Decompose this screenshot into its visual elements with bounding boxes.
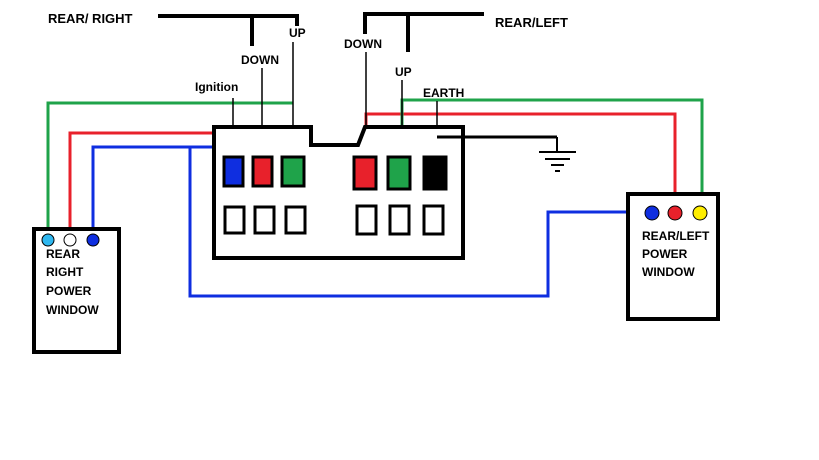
rear-right-window-label-3: POWER — [46, 284, 92, 298]
rear-right-terminal-blue — [86, 233, 100, 247]
pin-green-up-left — [386, 155, 412, 191]
label-ignition: Ignition — [195, 80, 238, 94]
rear-left-terminal-blue — [644, 205, 660, 221]
blue-wire-left-window — [188, 147, 650, 298]
label-down-left: DOWN — [344, 37, 382, 51]
pin-black-earth — [422, 155, 448, 191]
pin-empty — [253, 205, 276, 235]
label-rear-right: REAR/ RIGHT — [48, 11, 133, 26]
connector-housing — [212, 125, 465, 260]
pin-red-down-left — [352, 155, 378, 191]
rear-left-terminal-red — [667, 205, 683, 221]
label-rear-left: REAR/LEFT — [495, 15, 568, 30]
rear-left-window-label-1: REAR/LEFT — [642, 229, 710, 243]
pin-green-up-right — [280, 155, 306, 188]
label-up-right: UP — [289, 26, 306, 40]
rear-right-window-label-1: REAR — [46, 247, 80, 261]
rear-right-window-box — [32, 227, 121, 354]
rear-left-terminal-yellow — [692, 205, 708, 221]
rear-right-window-label-4: WINDOW — [46, 303, 99, 317]
rear-right-terminal-white — [63, 233, 77, 247]
pin-empty — [422, 204, 445, 236]
pin-empty — [355, 204, 378, 236]
rear-left-window-label-2: POWER — [642, 247, 688, 261]
pin-red-down-right — [251, 155, 274, 188]
label-up-left: UP — [395, 65, 412, 79]
red-wire-right-window — [68, 131, 262, 236]
pin-empty — [223, 205, 246, 235]
rear-left-switch-rocker — [363, 12, 484, 34]
label-down-right: DOWN — [241, 53, 279, 67]
pin-blue-ignition — [222, 155, 245, 188]
rear-left-window-label-3: WINDOW — [642, 265, 695, 279]
pin-empty — [284, 205, 307, 235]
rear-right-window-label-2: RIGHT — [46, 265, 84, 279]
label-earth: EARTH — [423, 86, 464, 100]
rear-right-terminal-light-blue — [41, 233, 55, 247]
green-wire-right-window — [46, 101, 293, 236]
blue-wire-right-window — [91, 145, 232, 236]
pin-empty — [388, 204, 411, 236]
rear-right-switch-rocker — [158, 14, 299, 26]
